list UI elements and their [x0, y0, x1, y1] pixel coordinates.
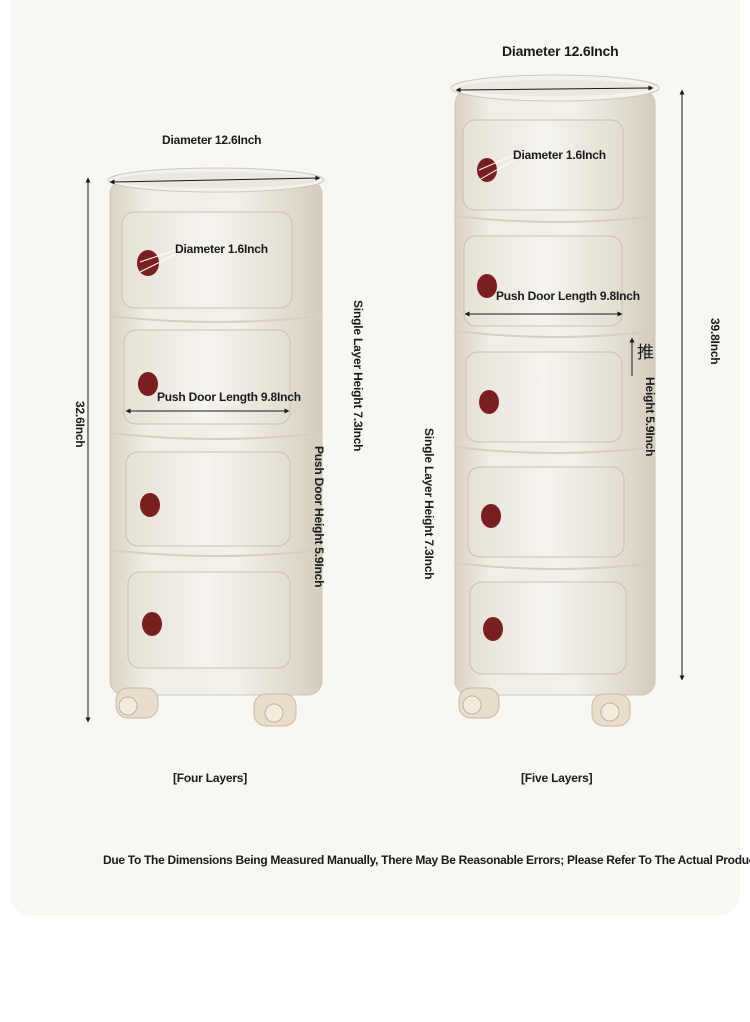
four-layer-hole-diameter-label: Diameter 1.6Inch [175, 242, 268, 256]
five-layer-diameter-label: Diameter 12.6Inch [502, 43, 619, 59]
push-glyph: 推 [637, 343, 654, 363]
disclaimer-text: Due To The Dimensions Being Measured Man… [103, 853, 750, 867]
four-layer-door-2 [123, 329, 291, 425]
five-layer-caption: [Five Layers] [521, 771, 593, 785]
five-layer-door-5 [469, 581, 627, 675]
four-layer-wheel-right [253, 693, 297, 727]
four-layer-caption: [Four Layers] [173, 771, 248, 785]
five-layer-wheel-right [591, 693, 631, 727]
five-layer-door-height-label: Height 5.9Inch [643, 377, 657, 457]
four-layer-diameter-label: Diameter 12.6Inch [162, 133, 262, 147]
five-layer-door-2 [463, 235, 623, 327]
five-layer-diameter-line [455, 85, 654, 93]
five-layer-cabinet [450, 74, 685, 727]
five-layer-door-1 [462, 119, 624, 211]
four-layer-door-1 [121, 211, 293, 309]
four-layer-push-door-height-label: Push Door Height 5.9Inch [312, 446, 326, 588]
four-layer-cabinet [85, 167, 325, 727]
five-layer-push-door-length-label: Push Door Length 9.8Inch [496, 289, 640, 303]
five-layer-total-height-label: 39.8Inch [708, 318, 722, 365]
five-layer-wheel-left [458, 687, 500, 719]
four-layer-wheel-left [115, 687, 159, 719]
five-layer-door-4 [467, 466, 625, 558]
four-layer-single-layer-height-label: Single Layer Height 7.3Inch [351, 300, 365, 452]
four-layer-push-door-length-label: Push Door Length 9.8Inch [157, 390, 301, 404]
four-layer-door-3 [125, 451, 291, 547]
five-layer-hole-diameter-label: Diameter 1.6Inch [513, 148, 606, 162]
four-layer-total-height-label: 32.6Inch [73, 401, 87, 448]
four-layer-door-4 [127, 571, 291, 669]
five-layer-single-layer-height-label: Single Layer Height 7.3Inch [422, 428, 436, 580]
four-layer-diameter-line [109, 175, 321, 185]
five-layer-door-3 [465, 351, 623, 443]
